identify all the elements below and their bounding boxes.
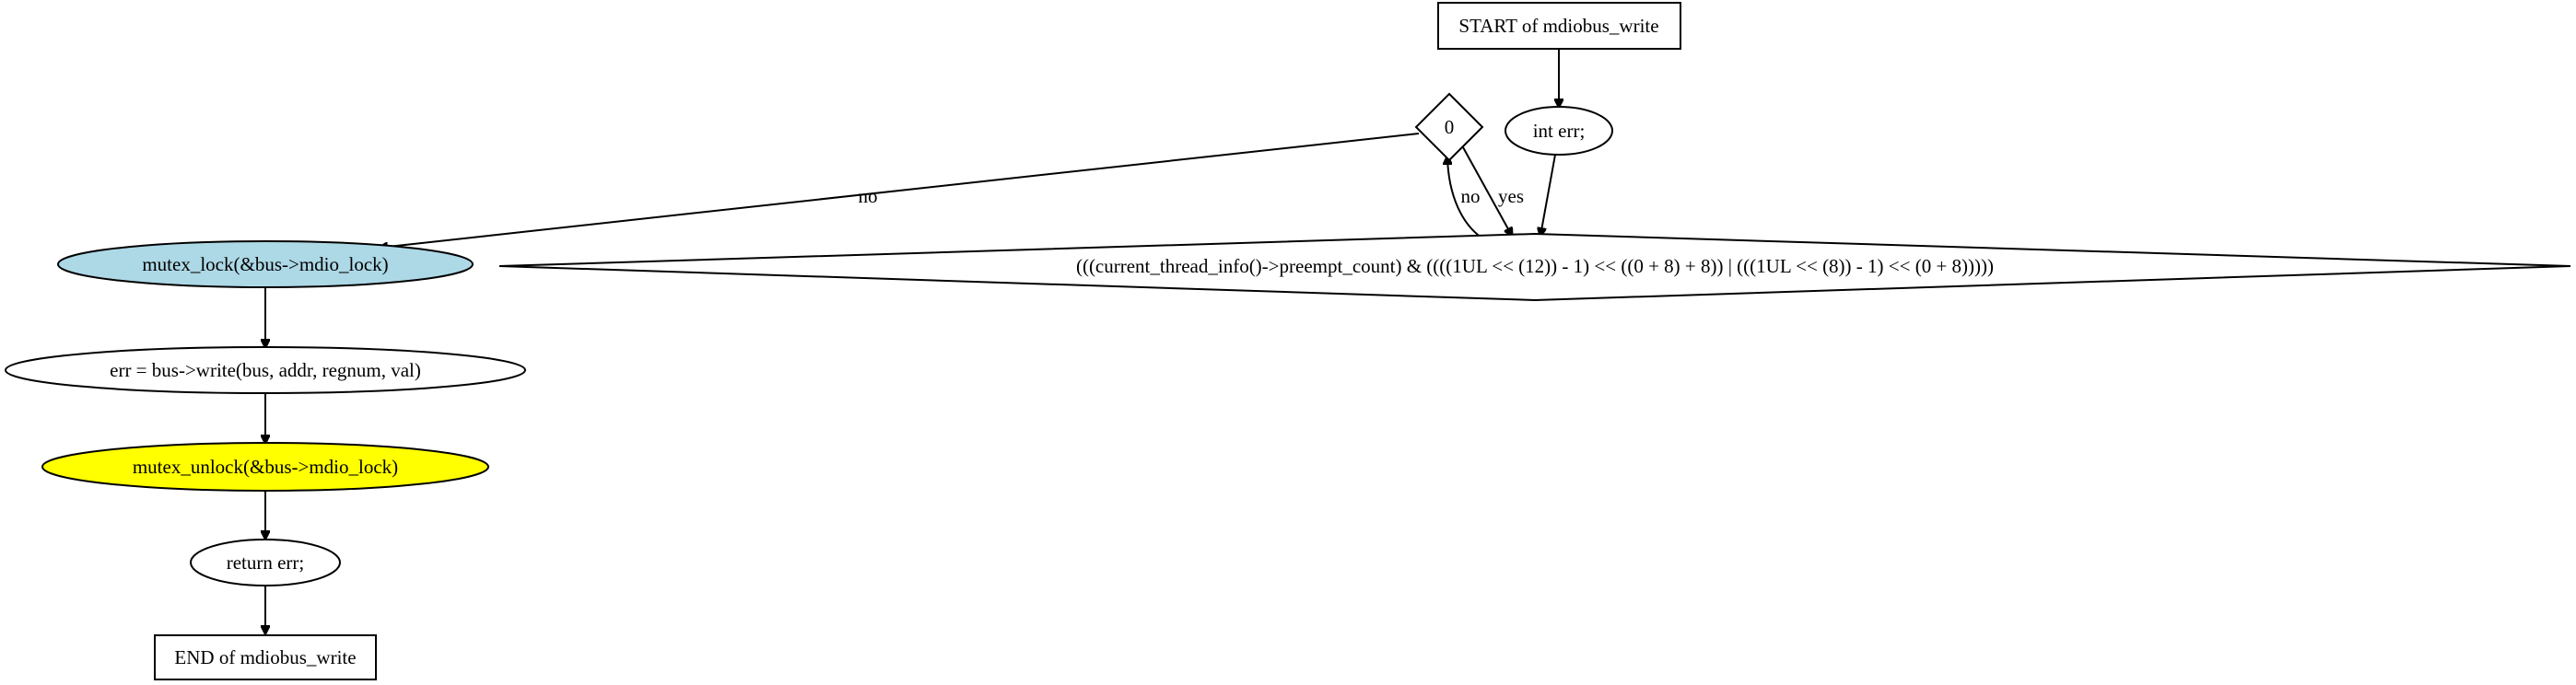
mutex-unlock-label: mutex_unlock(&bus->mdio_lock) [133, 456, 398, 478]
edge-label-loop-yes: yes [1498, 185, 1524, 207]
decl-node-label: int err; [1533, 120, 1586, 142]
preempt-condition-node: (((current_thread_info()->preempt_count)… [498, 232, 2571, 302]
return-label: return err; [227, 551, 305, 574]
write-node: err = bus->write(bus, addr, regnum, val) [5, 346, 526, 394]
edge-preempt-to-zero-no [1447, 157, 1482, 238]
end-node: END of mdiobus_write [154, 634, 377, 680]
zero-condition-label: 0 [1445, 116, 1455, 138]
start-node-label: START of mdiobus_write [1458, 15, 1658, 37]
edge-decl-to-preempt [1540, 154, 1556, 236]
edges [265, 50, 1559, 633]
mutex-lock-node: mutex_lock(&bus->mdio_lock) [57, 240, 474, 288]
edge-zero-to-preempt-yes [1462, 146, 1512, 236]
edge-zero-to-lock [380, 133, 1420, 248]
start-node: START of mdiobus_write [1437, 2, 1681, 50]
preempt-condition-label: (((current_thread_info()->preempt_count)… [1076, 255, 1994, 277]
mutex-lock-label: mutex_lock(&bus->mdio_lock) [142, 253, 388, 275]
edge-label-zero-no: no [859, 185, 878, 207]
end-node-label: END of mdiobus_write [174, 646, 356, 668]
return-node: return err; [190, 539, 341, 586]
write-label: err = bus->write(bus, addr, regnum, val) [110, 359, 421, 381]
edge-label-loop-no: no [1461, 185, 1481, 207]
zero-condition-node: 0 [1414, 92, 1484, 162]
decl-node: int err; [1505, 106, 1613, 156]
mutex-unlock-node: mutex_unlock(&bus->mdio_lock) [41, 442, 489, 492]
